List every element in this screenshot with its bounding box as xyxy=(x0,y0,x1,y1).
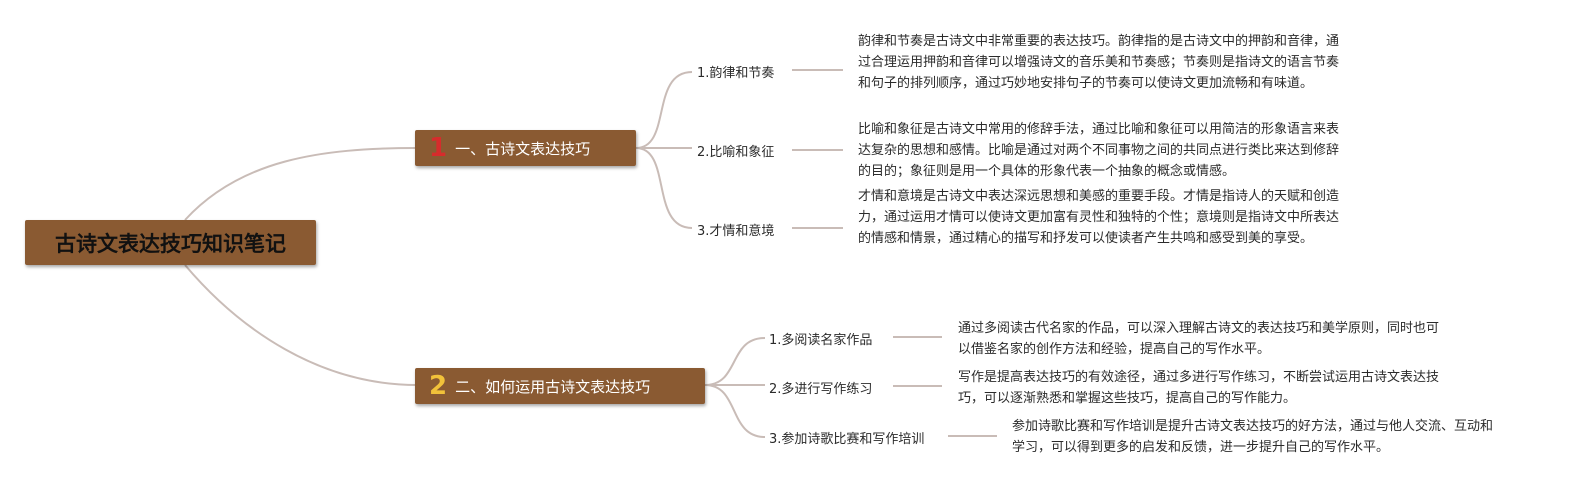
description-1-1: 韵律和节奏是古诗文中非常重要的表达技巧。韵律指的是古诗文中的押韵和音律，通过合理… xyxy=(858,34,1340,91)
branch-title-1: 一、古诗文表达技巧 xyxy=(455,139,591,158)
subtopic-2-3[interactable]: 3.参加诗歌比赛和写作培训 xyxy=(769,432,925,447)
subtopic-2-2[interactable]: 2.多进行写作练习 xyxy=(769,382,873,397)
subtopic-1-1[interactable]: 1.韵律和节奏 xyxy=(697,66,775,81)
description-1-2: 比喻和象征是古诗文中常用的修辞手法，通过比喻和象征可以用简洁的形象语言来表达复杂… xyxy=(858,122,1340,179)
branch-node-2[interactable]: 2 二、如何运用古诗文表达技巧 xyxy=(415,368,705,404)
branch-title-2: 二、如何运用古诗文表达技巧 xyxy=(455,377,651,396)
subtopic-1-2[interactable]: 2.比喻和象征 xyxy=(697,145,775,160)
root-title: 古诗文表达技巧知识笔记 xyxy=(55,231,286,256)
connector-b1-sub3 xyxy=(635,147,693,229)
connector-b1-sub1 xyxy=(635,71,693,149)
connector-root-branch-2 xyxy=(184,264,418,386)
subtopic-2-1[interactable]: 1.多阅读名家作品 xyxy=(769,333,873,348)
description-2-2: 写作是提高表达技巧的有效途径，通过多进行写作练习，不断尝试运用古诗文表达技巧，可… xyxy=(958,370,1440,406)
branch-node-1[interactable]: 1 一、古诗文表达技巧 xyxy=(415,130,636,166)
branch-number-2: 2 xyxy=(429,371,448,401)
connector-root-branch-1 xyxy=(184,147,418,221)
description-1-3: 才情和意境是古诗文中表达深远思想和美感的重要手段。才情是指诗人的天赋和创造力，通… xyxy=(858,189,1340,246)
connector-b2-sub3 xyxy=(704,384,766,438)
description-2-3: 参加诗歌比赛和写作培训是提升古诗文表达技巧的好方法，通过与他人交流、互动和学习，… xyxy=(1012,419,1494,455)
description-2-1: 通过多阅读古代名家的作品，可以深入理解古诗文的表达技巧和美学原则，同时也可以借鉴… xyxy=(958,321,1440,357)
root-node[interactable]: 古诗文表达技巧知识笔记 xyxy=(25,220,316,265)
subtopic-1-3[interactable]: 3.才情和意境 xyxy=(697,224,775,239)
branch-number-1: 1 xyxy=(429,133,448,163)
connector-b2-sub1 xyxy=(704,337,766,386)
